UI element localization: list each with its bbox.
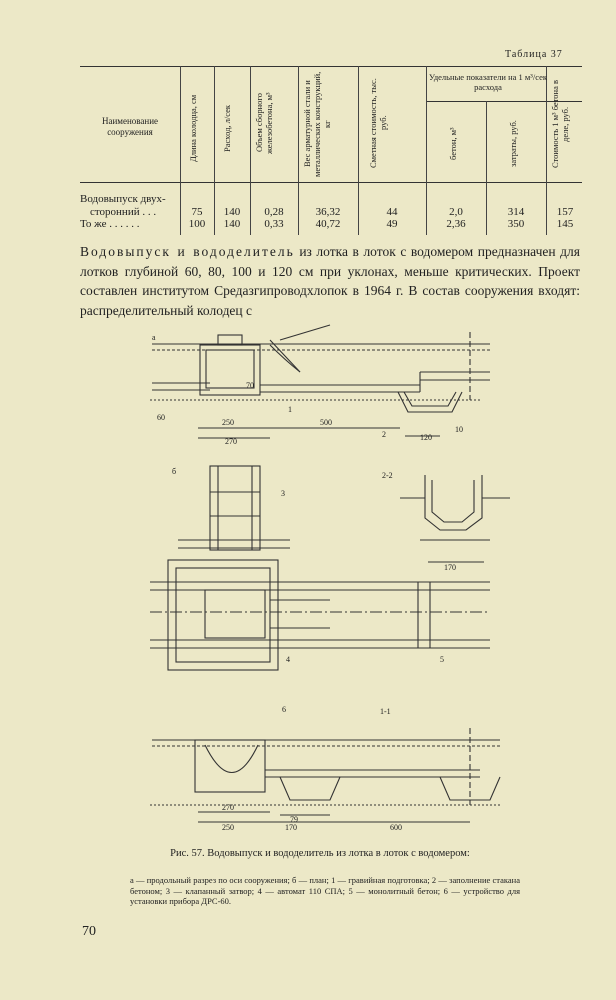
col-sep: [486, 101, 487, 235]
label-sec-1-1: 1-1: [380, 707, 391, 716]
paragraph-text: из лотка в лоток с водомером предназначе…: [80, 244, 580, 318]
section-1-1: [150, 728, 501, 823]
name-header: Наименование сооружения: [101, 116, 159, 137]
col-sep: [546, 66, 547, 235]
table-cell: 100: [188, 218, 206, 230]
plan-b: [150, 465, 490, 671]
figure-caption: Рис. 57. Водовыпуск и вододелитель из ло…: [170, 848, 470, 859]
label-4: 4: [286, 655, 290, 664]
engineering-drawing: а б 2-2 1-1 1 2 3 4 5 6 250 270 500 120 …: [150, 324, 510, 832]
table-cell: 145: [556, 218, 574, 230]
dim-79: 79: [290, 815, 298, 824]
paragraph-lead: Водовыпуск и вододелитель: [80, 244, 295, 259]
col-sep: [180, 66, 181, 235]
table-cell: 140: [223, 206, 241, 218]
dim-270: 270: [225, 437, 237, 446]
label-3: 3: [281, 489, 285, 498]
col-header-flow: Расход, л/сек: [222, 104, 232, 152]
table-cell: 49: [386, 218, 398, 230]
label-6: 6: [282, 705, 286, 714]
col-sep: [250, 66, 251, 235]
table-cell: 36,32: [315, 206, 341, 218]
row2-label: То же . . . . . .: [80, 218, 140, 230]
table-header-rule: [80, 182, 582, 183]
table-cell: 157: [556, 206, 574, 218]
col-sep: [426, 66, 427, 235]
page-number: 70: [82, 924, 96, 939]
col-header-concrete: Объем сборного железобетона, м³: [254, 92, 274, 154]
col-sep: [214, 66, 215, 235]
label-2: 2: [382, 430, 386, 439]
section-2-2: [400, 475, 510, 563]
col-sep: [298, 66, 299, 235]
table-cell: 40,72: [315, 218, 341, 230]
col-header-expenses: затраты, руб.: [508, 120, 518, 168]
col-header-length: Длина колодца, см: [188, 94, 198, 162]
drawing-labels: а б 2-2 1-1 1 2 3 4 5 6 250 270 500 120 …: [152, 333, 463, 832]
group-rule: [426, 101, 582, 102]
body-paragraph: Водовыпуск и вододелитель из лотка в лот…: [80, 242, 580, 320]
table-cell: 0,28: [264, 206, 284, 218]
col-header-unit-cost: Стоимость 1 м³ бетона в деле, руб.: [550, 80, 570, 169]
col-header-cost: Сметная стоимость, тыс. руб.: [368, 78, 388, 168]
table-cell: 140: [223, 218, 241, 230]
row1-label-line2: сторонний . . .: [90, 206, 157, 218]
col-sep: [358, 66, 359, 235]
table-cell: 2,0: [449, 206, 463, 218]
col-header-concrete-unit: бетон, м³: [448, 127, 458, 161]
dim-600: 600: [390, 823, 402, 832]
dim-120: 120: [420, 433, 432, 442]
table-cell: 350: [507, 218, 525, 230]
dim-170: 170: [444, 563, 456, 572]
table-cell: 75: [191, 206, 203, 218]
label-sec-2-2: 2-2: [382, 471, 393, 480]
dim-60: 60: [157, 413, 165, 422]
label-a: а: [152, 333, 156, 342]
col-header-steel: Вес арматурной стали и металлических кон…: [302, 71, 332, 177]
label-b: б: [172, 467, 176, 476]
row1-label-line1: Водовыпуск двух-: [80, 193, 166, 205]
table-cell: 0,33: [264, 218, 284, 230]
table-cell: 2,36: [446, 218, 466, 230]
section-a: [150, 324, 490, 439]
table-caption: Таблица 37: [505, 49, 563, 60]
figure-legend: а — продольный разрез по оси сооружения;…: [130, 875, 520, 906]
dim-250-b: 250: [222, 823, 234, 832]
label-1: 1: [288, 405, 292, 414]
table-top-rule: [80, 66, 582, 67]
table-cell: 44: [386, 206, 398, 218]
table-cell: 314: [507, 206, 525, 218]
dim-10: 10: [455, 425, 463, 434]
dim-250: 250: [222, 418, 234, 427]
dim-170-b: 170: [285, 823, 297, 832]
dim-500: 500: [320, 418, 332, 427]
label-5: 5: [440, 655, 444, 664]
dim-70: 70: [246, 381, 254, 390]
group-header: Удельные показатели на 1 м³/сек расхода: [429, 72, 547, 92]
dim-270-b: 270: [222, 803, 234, 812]
